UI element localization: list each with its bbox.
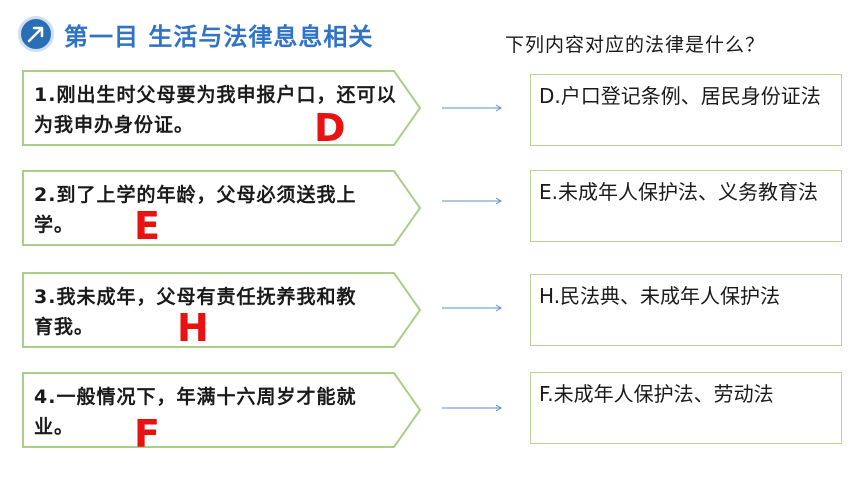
law-option-h: H.民法典、未成年人保护法	[530, 274, 842, 346]
page-title: 第一目 生活与法律息息相关	[64, 22, 374, 51]
arrow-circle-icon	[18, 16, 54, 52]
answer-letter: D	[314, 106, 346, 150]
answer-letter: E	[134, 204, 160, 248]
scenario-item-3: 3.我未成年，父母有责任抚养我和教育我。 H	[22, 272, 422, 350]
arrow-shape	[22, 272, 422, 348]
section-header: 第一目 生活与法律息息相关	[18, 14, 373, 54]
arrow-right-icon	[442, 404, 502, 412]
arrow-right-icon	[442, 304, 502, 312]
scenario-text: 1.刚出生时父母要为我申报户口，还可以为我申办身份证。	[34, 84, 397, 136]
scenario-item-2: 2.到了上学的年龄，父母必须送我上学。 E	[22, 170, 422, 248]
law-option-f: F.未成年人保护法、劳动法	[530, 372, 842, 444]
scenario-text: 3.我未成年，父母有责任抚养我和教育我。	[34, 286, 357, 338]
arrow-right-icon	[442, 104, 502, 112]
question-text: 下列内容对应的法律是什么？	[505, 34, 766, 56]
scenario-text: 2.到了上学的年龄，父母必须送我上学。	[34, 184, 357, 236]
law-option-d: D.户口登记条例、居民身份证法	[530, 74, 842, 146]
arrow-shape	[22, 372, 422, 448]
arrow-shape	[22, 70, 422, 146]
arrow-right-icon	[442, 197, 502, 205]
answer-letter: H	[177, 306, 209, 350]
law-option-e: E.未成年人保护法、义务教育法	[530, 170, 842, 242]
scenario-item-1: 1.刚出生时父母要为我申报户口，还可以为我申办身份证。 D	[22, 70, 422, 150]
arrow-shape	[22, 170, 422, 246]
scenario-text: 4.一般情况下，年满十六周岁才能就业。	[34, 386, 357, 438]
answer-letter: F	[134, 412, 160, 456]
scenario-item-4: 4.一般情况下，年满十六周岁才能就业。 F	[22, 372, 422, 456]
